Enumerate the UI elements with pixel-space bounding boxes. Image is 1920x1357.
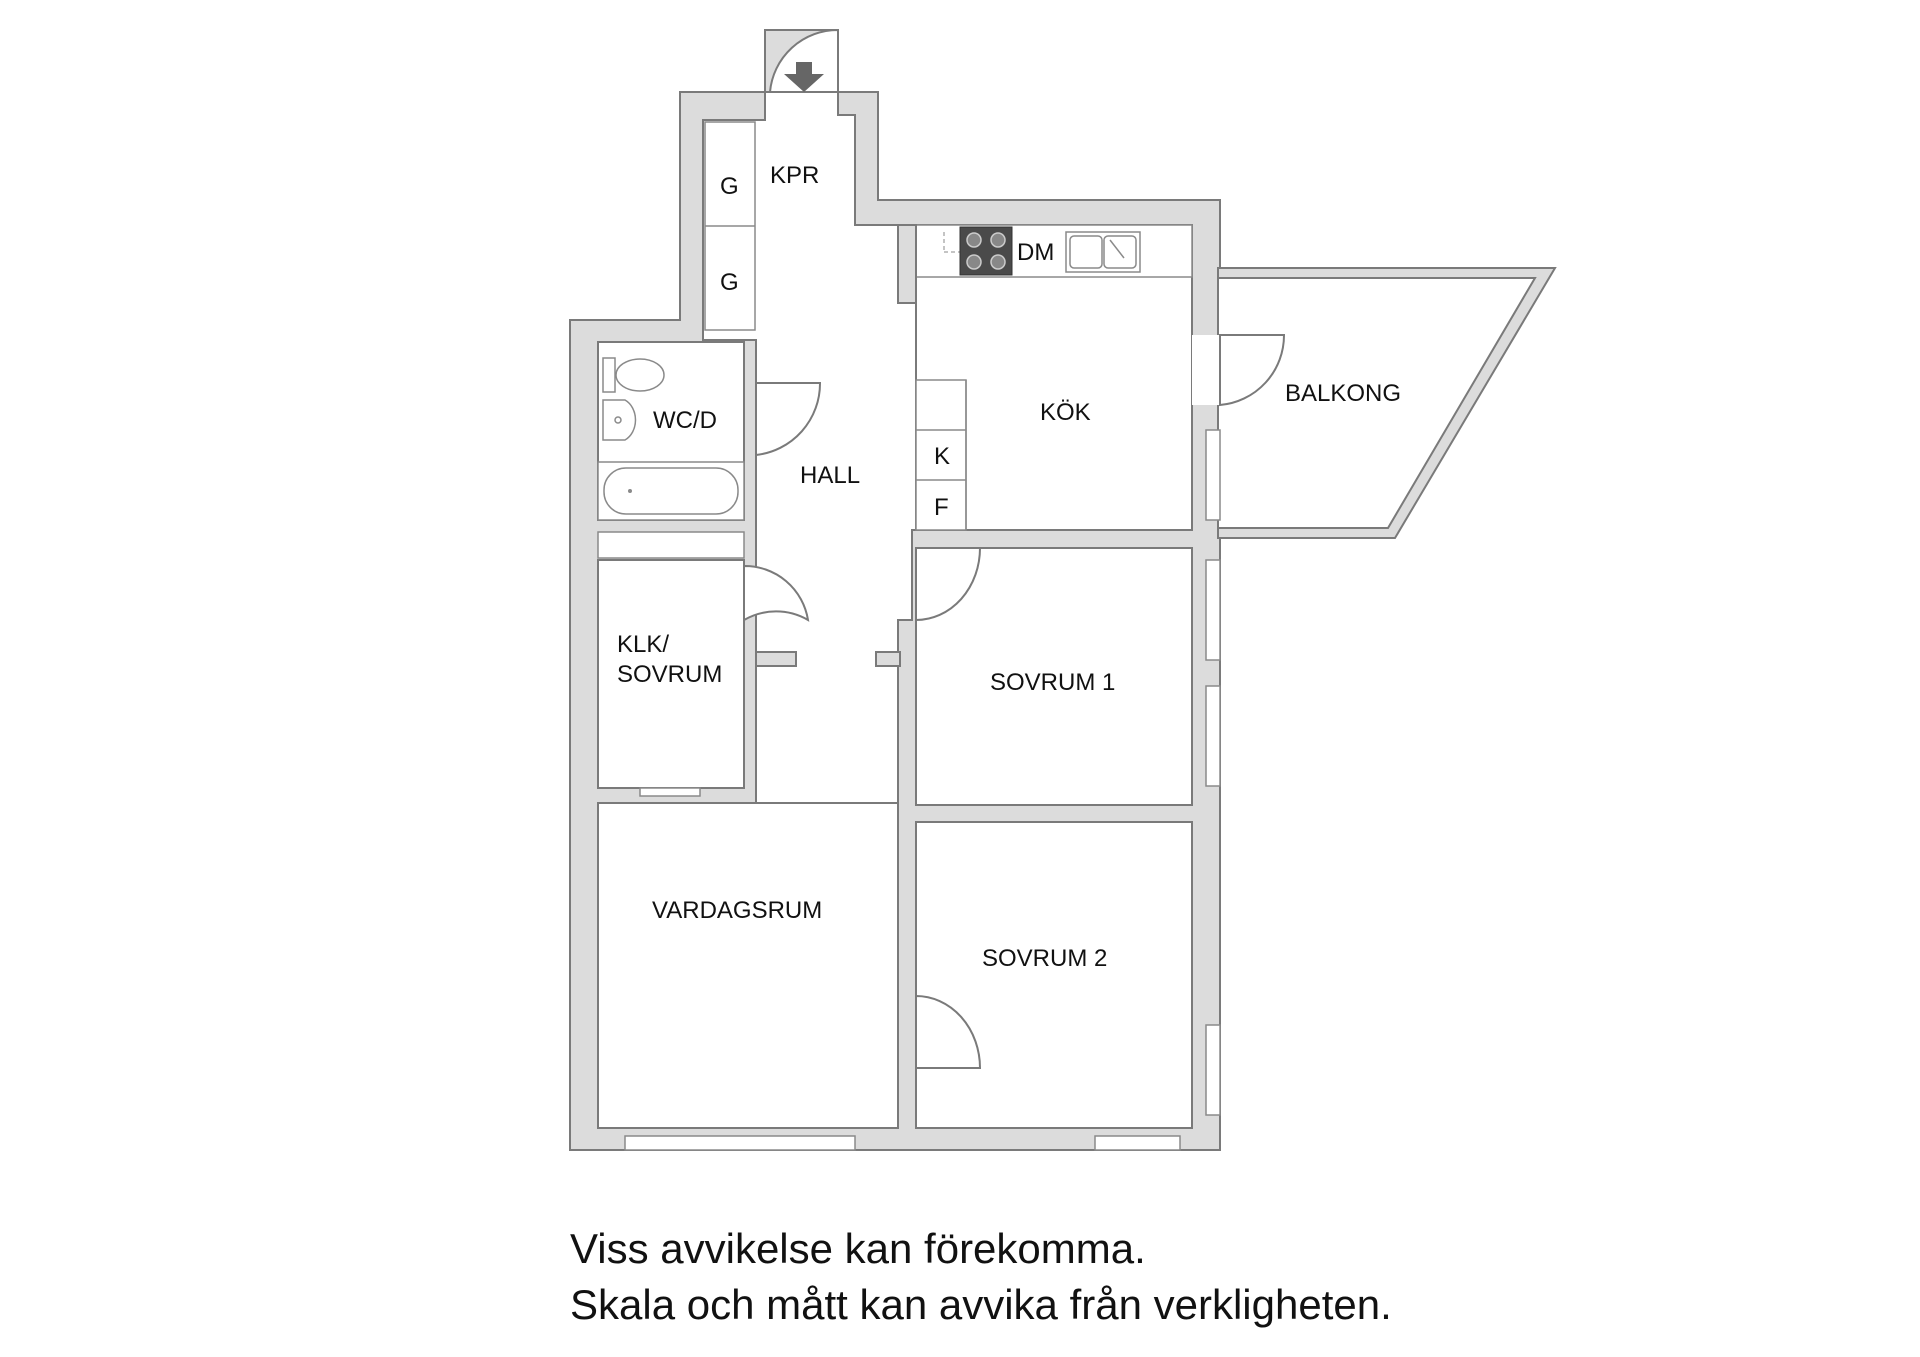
disclaimer-line2: Skala och mått kan avvika från verklighe… <box>570 1281 1392 1328</box>
entrance-arrow-icon <box>784 62 824 92</box>
entrance-door <box>768 28 839 93</box>
klk-door <box>743 564 810 622</box>
label-klk-line2: SOVRUM <box>617 661 722 688</box>
hall-wall-stub-right <box>875 651 901 667</box>
label-balkong: BALKONG <box>1285 380 1401 407</box>
bathtub-icon <box>597 461 745 521</box>
room-vardagsrum <box>597 802 899 1129</box>
hall-wall-stub-left <box>755 651 797 667</box>
kitchen-wall-stub <box>897 224 917 304</box>
sovrum2-door <box>915 994 982 1069</box>
wc-door <box>755 382 822 457</box>
room-wc <box>597 341 745 521</box>
label-f: F <box>934 494 949 521</box>
label-dm: DM <box>1017 239 1054 266</box>
storage-strip <box>597 531 745 559</box>
windows-right <box>1205 429 1221 1116</box>
room-klk-sovrum <box>597 559 745 797</box>
label-kpr: KPR <box>770 162 819 189</box>
stove-icon <box>959 226 1013 276</box>
label-kok: KÖK <box>1040 399 1091 426</box>
label-sovrum1: SOVRUM 1 <box>990 669 1115 696</box>
wardrobe-kpr <box>704 121 756 331</box>
label-wc: WC/D <box>653 407 717 434</box>
label-vardagsrum: VARDAGSRUM <box>652 897 822 924</box>
sovrum1-door <box>915 547 982 622</box>
windows-bottom <box>624 1135 1181 1151</box>
balcony-door <box>1219 334 1286 407</box>
toilet-icon <box>602 357 665 393</box>
sink-icon <box>1065 231 1141 273</box>
balcony <box>1217 267 1557 539</box>
label-hall: HALL <box>800 462 860 489</box>
room-kok <box>915 224 1193 531</box>
label-k: K <box>934 443 950 470</box>
label-g2: G <box>720 269 739 296</box>
label-klk-line1: KLK/ <box>617 631 669 658</box>
label-sovrum2: SOVRUM 2 <box>982 945 1107 972</box>
label-g1: G <box>720 173 739 200</box>
washbasin-icon <box>602 399 637 441</box>
disclaimer-line1: Viss avvikelse kan förekomma. <box>570 1225 1146 1272</box>
room-sovrum2 <box>915 821 1193 1129</box>
